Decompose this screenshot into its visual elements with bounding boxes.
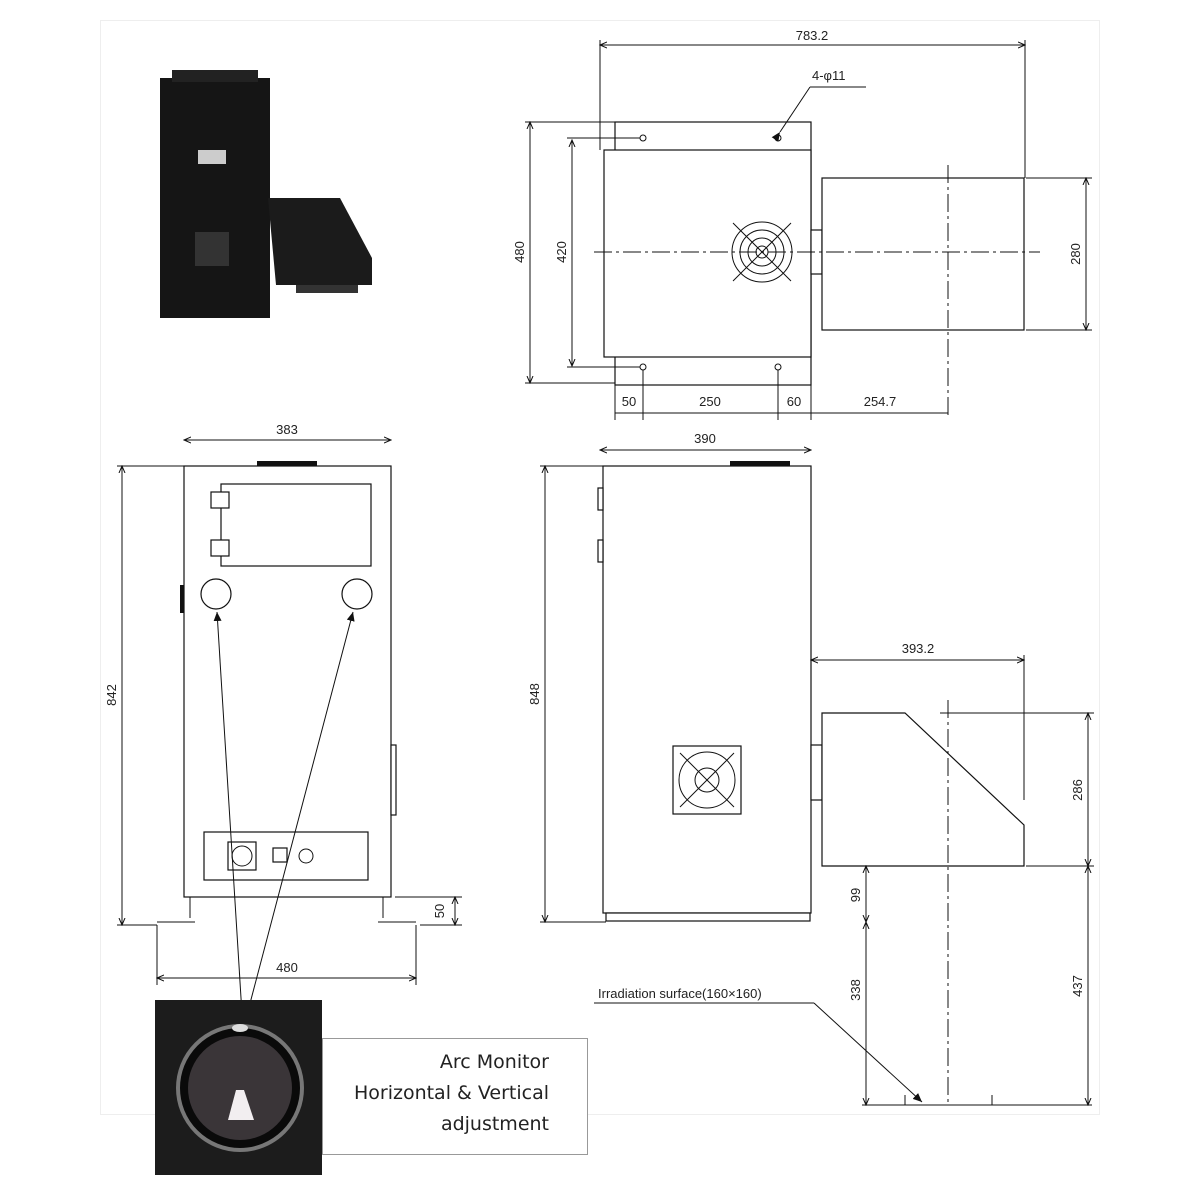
dim-lamp-width: 280 [1068, 243, 1083, 265]
dim-a: 50 [622, 394, 636, 409]
dim-side-depth: 390 [694, 431, 716, 446]
dim-depth-outer: 480 [512, 241, 527, 263]
product-photo [160, 70, 372, 318]
dim-work-distance: 338 [848, 979, 863, 1001]
dim-lamp-height: 286 [1070, 779, 1085, 801]
front-view: 383 842 480 50 [104, 422, 462, 1031]
dim-depth-inner: 420 [554, 241, 569, 263]
dim-gap: 99 [848, 888, 863, 902]
dim-b: 250 [699, 394, 721, 409]
drawing-frame [100, 20, 1100, 1115]
top-view: 783.2 4-φ11 480 420 280 50 250 60 254.7 [512, 28, 1092, 420]
dim-front-width: 383 [276, 422, 298, 437]
side-view: 390 848 393.2 286 99 338 437 Irradiation… [527, 431, 1094, 1105]
dim-d: 254.7 [864, 394, 897, 409]
callout-line-3: adjustment [440, 1113, 549, 1135]
dim-front-height: 842 [104, 684, 119, 706]
arc-monitor-photo [155, 1000, 322, 1175]
dim-surface-height: 437 [1070, 975, 1085, 997]
arc-monitor-callout: Arc Monitor Horizontal & Vertical adjust… [322, 1038, 588, 1155]
dim-holes: 4-φ11 [812, 68, 845, 83]
dim-side-height: 848 [527, 683, 542, 705]
dim-lamp-length: 393.2 [902, 641, 935, 656]
callout-line-1: Arc Monitor [439, 1051, 549, 1073]
irradiation-surface-label: Irradiation surface(160×160) [598, 986, 762, 1001]
fan-icon [672, 745, 742, 815]
dim-c: 60 [787, 394, 801, 409]
callout-line-2: Horizontal & Vertical [353, 1082, 549, 1104]
dim-foot-height: 50 [432, 904, 447, 918]
dim-base-width: 480 [276, 960, 298, 975]
dim-overall-length: 783.2 [796, 28, 829, 43]
